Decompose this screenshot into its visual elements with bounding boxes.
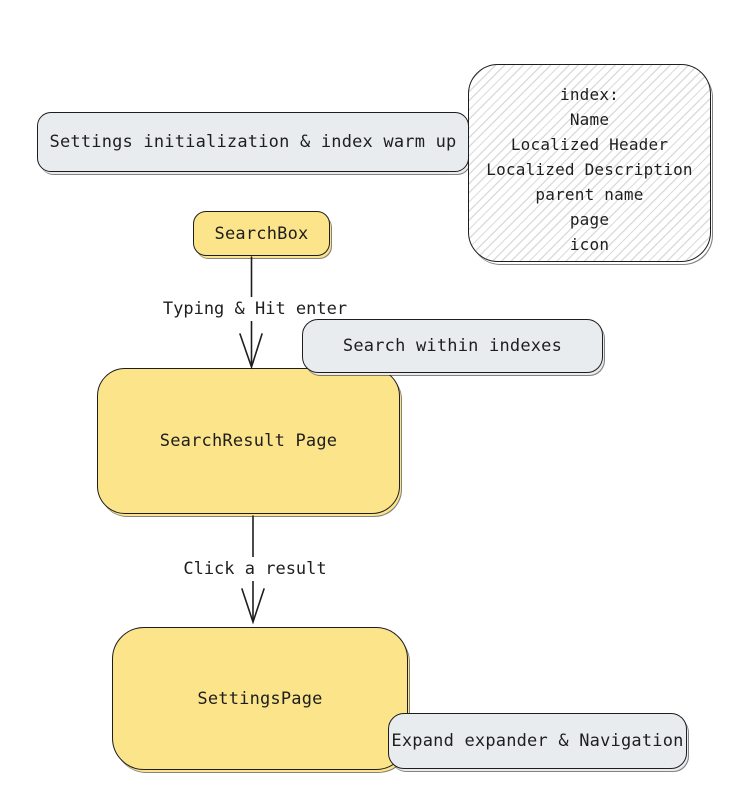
node-expand-expander-navigation: Expand expander & Navigation [388,713,687,769]
node-label: SearchBox [214,223,309,244]
arrowhead-icon [239,333,263,370]
node-index-fields: index: Name Localized Header Localized D… [468,64,711,262]
node-label: Settings initialization & index warm up [49,132,457,152]
index-line: Localized Header [510,135,669,154]
index-line: index: [560,85,619,104]
node-label: Expand expander & Navigation [391,731,684,751]
node-label: SearchResult Page [159,431,338,451]
node-label: Search within indexes [342,336,563,356]
node-search-within-indexes: Search within indexes [302,319,603,373]
node-searchbox: SearchBox [193,211,330,256]
index-line: page [569,210,610,229]
index-line: Name [569,110,610,129]
arrowhead-icon [241,588,265,625]
index-line: parent name [535,185,644,204]
index-line: icon [569,235,610,254]
edge-label-typing-hit-enter: Typing & Hit enter [160,297,350,321]
index-line: Localized Description [486,160,693,179]
edge-label-click-a-result: Click a result [180,557,330,581]
node-label: SettingsPage [197,688,323,709]
node-settings-init-warmup: Settings initialization & index warm up [37,112,469,172]
node-searchresult-page: SearchResult Page [97,368,400,514]
node-settingspage: SettingsPage [112,627,408,770]
